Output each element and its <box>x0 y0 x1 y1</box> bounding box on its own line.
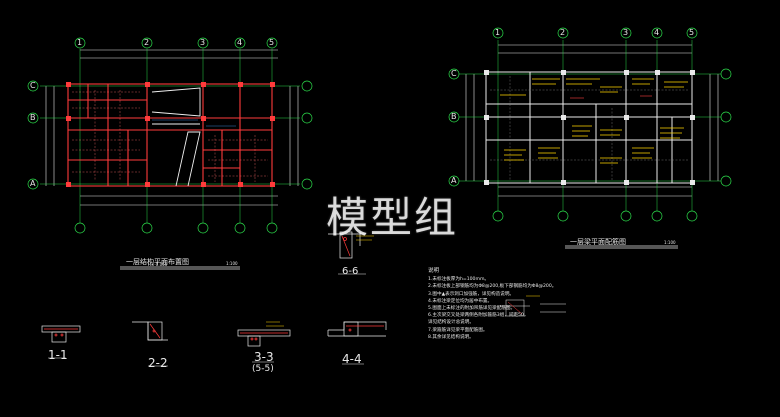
note-line: 2.未标注板上部钢筋均为Φ8@200,板下部钢筋均为Φ8@200。 <box>428 284 557 290</box>
right-axis-C: C <box>451 69 457 78</box>
note-line: 详见结构设计总说明。 <box>428 320 474 326</box>
left-axis-5: 5 <box>269 38 275 47</box>
note-line: 3.图中▲表示洞口加强筋，详见构造说明。 <box>428 291 515 297</box>
general-notes: 说明 1.未标注板厚为h=100mm。 2.未标注板上部钢筋均为Φ8@200,板… <box>428 268 728 341</box>
right-axis-A: A <box>451 176 457 185</box>
right-axis-B: B <box>451 112 457 121</box>
left-axis-B: B <box>30 113 36 122</box>
note-line: 8.其余详见结构说明。 <box>428 334 474 340</box>
right-axis-5: 5 <box>689 28 695 37</box>
left-axis-A: A <box>30 179 36 188</box>
section-4-4-label: 4-4 <box>342 352 362 366</box>
left-axis-1: 1 <box>77 38 83 47</box>
right-axis-2: 2 <box>560 28 566 37</box>
note-line: 1.未标注板厚为h=100mm。 <box>428 277 490 283</box>
right-axis-1: 1 <box>495 28 501 37</box>
watermark-text: 模型组 <box>326 193 459 242</box>
left-plan-scale: 1:100 <box>226 261 238 266</box>
left-axis-4: 4 <box>237 38 243 47</box>
left-axis-C: C <box>30 81 36 90</box>
section-3-3-label: 3-3 <box>254 350 274 364</box>
section-5-5-label: (5-5) <box>252 364 274 374</box>
section-6-6-label: 6-6 <box>342 266 359 277</box>
right-plan-title: 一层梁平面配筋图 <box>570 238 626 246</box>
right-plan <box>448 27 732 249</box>
left-plan <box>27 37 313 270</box>
notes-heading: 说明 <box>428 268 440 274</box>
right-plan-scale: 1:100 <box>664 240 676 245</box>
note-line: 7.梁箍筋详见梁平面配筋图。 <box>428 327 488 333</box>
left-axis-3: 3 <box>200 38 206 47</box>
left-plan-elevation: H=-0.050 <box>148 262 168 267</box>
section-2-2-label: 2-2 <box>148 356 168 370</box>
note-line: 6.主次梁交叉处梁两侧各附加箍筋3组，间距50， <box>428 313 529 319</box>
left-plan-title: 一层结构平面布置图 <box>126 258 189 266</box>
section-1-1-label: 1-1 <box>48 348 68 362</box>
left-axis-2: 2 <box>144 38 150 47</box>
right-axis-4: 4 <box>654 28 660 37</box>
note-line: 4.未标注梁定位均为居中布置。 <box>428 298 493 304</box>
section-details <box>41 231 566 367</box>
right-axis-3: 3 <box>623 28 629 37</box>
note-line: 5.图面上未标注的附加吊筋详见梁配筋图。 <box>428 306 516 312</box>
